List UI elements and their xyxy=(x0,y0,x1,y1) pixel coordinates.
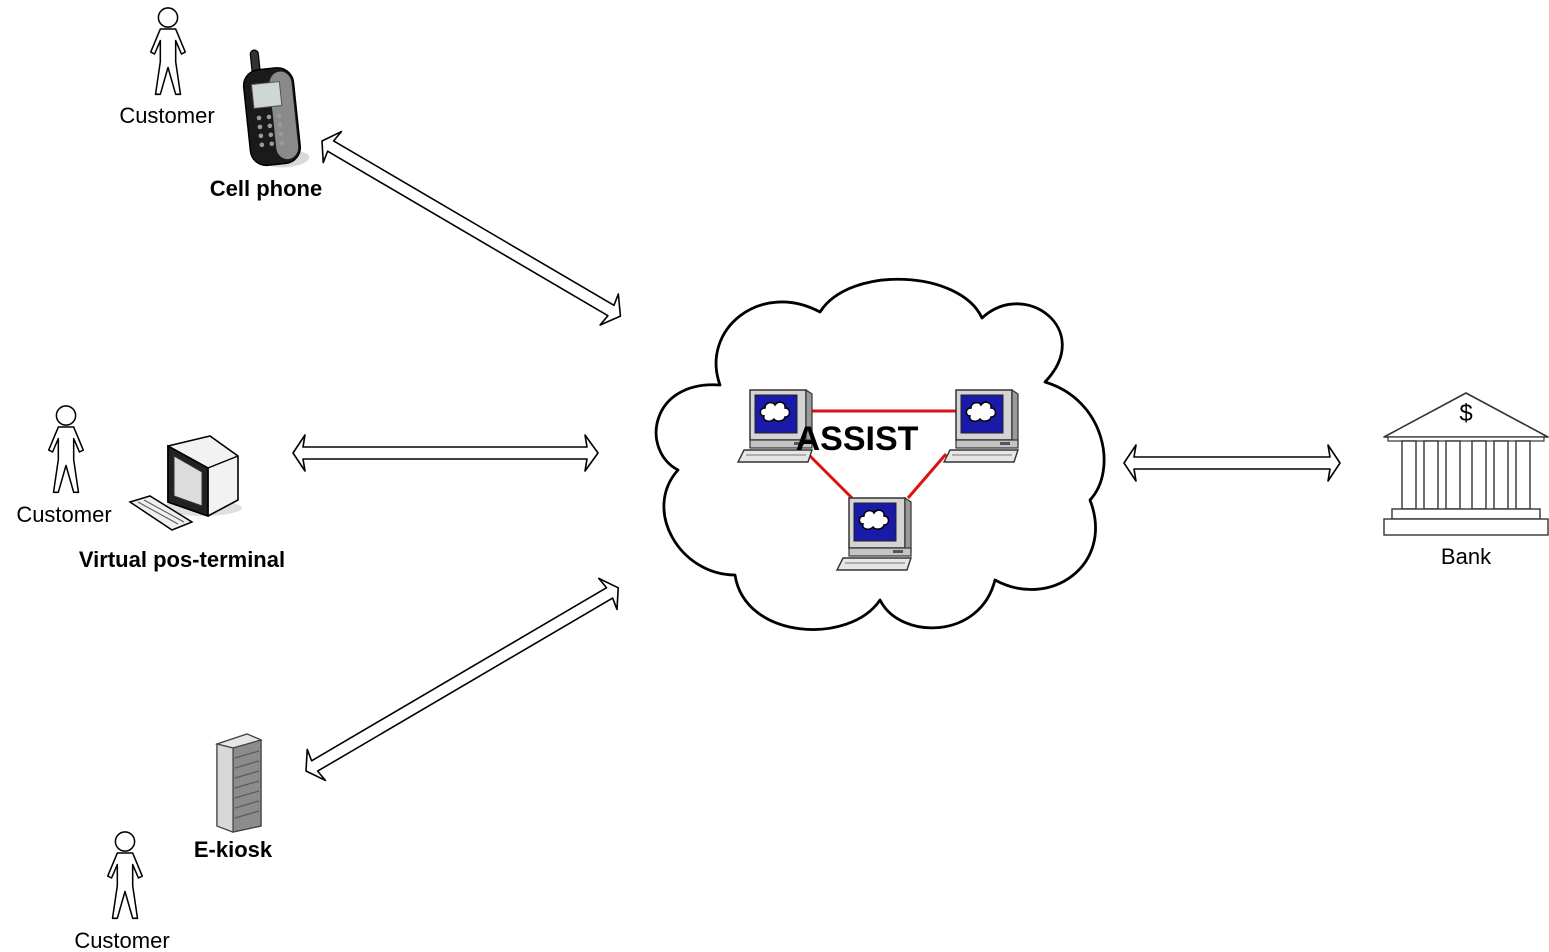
network-links xyxy=(804,409,956,500)
ekiosk-server-icon xyxy=(214,733,263,833)
customer-bottom-label: Customer xyxy=(74,928,169,952)
customer-top-person-icon xyxy=(149,7,187,96)
cell-phone-icon xyxy=(242,49,310,168)
desktop-computer-icon xyxy=(128,435,242,531)
bank-label: Bank xyxy=(1441,544,1492,569)
cell-phone-label: Cell phone xyxy=(210,176,322,201)
bank-link-arrow xyxy=(1123,444,1341,482)
ekiosk-label: E-kiosk xyxy=(194,837,273,862)
customer-top-label: Customer xyxy=(119,103,214,128)
customer-middle-label: Customer xyxy=(16,502,111,527)
bank-currency-symbol: $ xyxy=(1459,400,1472,427)
customer-bottom-person-icon xyxy=(106,831,144,920)
virtual-pos-link-arrow xyxy=(292,434,599,472)
ekiosk-link-arrow xyxy=(305,577,620,782)
virtual-pos-label: Virtual pos-terminal xyxy=(79,547,285,572)
customer-middle-person-icon xyxy=(47,405,85,494)
bank-building-icon xyxy=(1383,392,1549,536)
cell-phone-link-arrow-shape xyxy=(321,130,622,326)
assist-network-cloud xyxy=(654,277,1106,631)
network-label: ASSIST xyxy=(796,420,919,458)
